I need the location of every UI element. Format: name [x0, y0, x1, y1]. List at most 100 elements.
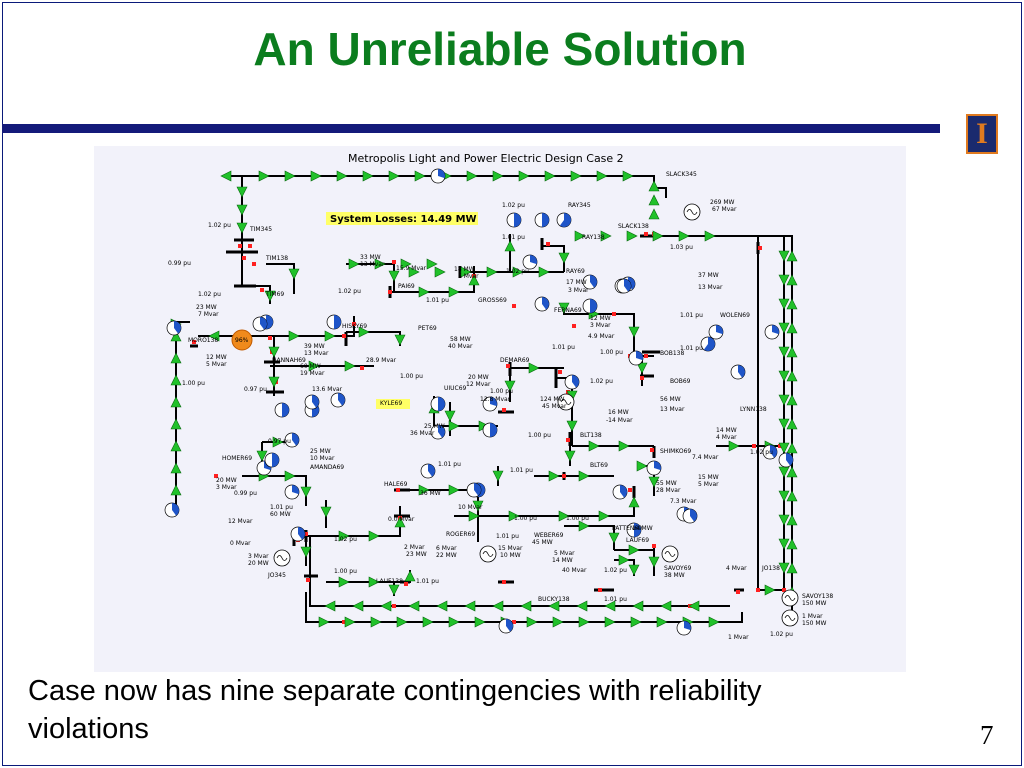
flow-arrow: [558, 302, 570, 314]
bus-label: 1.02 pu: [506, 268, 529, 275]
breaker: [248, 244, 252, 248]
bus-label: WEBER69: [534, 532, 564, 539]
flow-arrow: [448, 286, 460, 298]
flow-arrow: [344, 360, 356, 372]
diagram-subtitle: Metropolis Light and Power Electric Desi…: [348, 152, 624, 165]
bus-label: LAUF138: [376, 578, 403, 585]
bus-label: 1.00 pu: [600, 349, 623, 356]
breaker: [342, 334, 346, 338]
bus-label: 25 MW: [310, 448, 331, 455]
flow-arrow: [628, 496, 640, 508]
flow-arrow: [660, 600, 672, 612]
flow-arrow: [778, 538, 790, 550]
bus-label: 10 MW: [500, 552, 521, 559]
bus-label: MORO138: [188, 337, 218, 344]
flow-arrow: [778, 346, 790, 358]
flow-arrow: [628, 326, 640, 338]
bus-label: HANNAH69: [272, 357, 306, 364]
flow-arrow: [544, 170, 556, 182]
flow-arrow: [448, 616, 460, 628]
flow-arrow: [648, 194, 660, 206]
breaker: [238, 244, 242, 248]
bus-label: 23 MW: [406, 551, 427, 558]
bus-label: 13 Mvar: [360, 261, 385, 268]
flow-arrow: [436, 600, 448, 612]
breaker: [644, 232, 648, 236]
breaker: [502, 580, 506, 584]
bus-label: 3 Mvar: [216, 484, 237, 491]
flow-arrow: [626, 230, 638, 242]
bus-label: 4 Mvar: [726, 565, 747, 572]
bus-label: 1.01 pu: [510, 467, 533, 474]
flow-arrow: [344, 616, 356, 628]
flow-arrow: [170, 330, 182, 342]
flow-arrow: [622, 170, 634, 182]
flow-arrow: [170, 396, 182, 408]
bus-label: 12.8 Mvar: [480, 396, 511, 403]
flow-arrow: [778, 418, 790, 430]
flow-pie-fill: [490, 423, 497, 437]
flow-pie-fill: [282, 403, 289, 417]
breaker: [756, 588, 760, 592]
flow-arrow: [618, 440, 630, 452]
flow-pie-fill: [690, 509, 697, 522]
generator-wave: [784, 595, 796, 601]
flow-pie-fill: [490, 397, 498, 407]
flow-pie-fill: [506, 619, 513, 632]
flow-arrow: [504, 380, 516, 392]
flow-arrow: [564, 450, 576, 462]
flow-pie-fill: [428, 464, 436, 477]
losses-highlight: [326, 212, 478, 225]
breaker: [388, 290, 392, 294]
flow-arrow: [778, 490, 790, 502]
flow-arrow: [468, 510, 480, 522]
flow-arrow: [596, 170, 608, 182]
flow-pie-fill: [772, 325, 779, 335]
bus-label: 1.00 pu: [334, 568, 357, 575]
flow-arrow: [492, 170, 504, 182]
bus-label: UIUC69: [444, 385, 467, 392]
line-flow-pies: [164, 168, 794, 636]
flow-arrow: [604, 600, 616, 612]
flow-pie-fill: [684, 621, 691, 631]
generator-wave: [560, 399, 572, 405]
bus-label: TIM69: [265, 291, 284, 298]
flow-arrow: [728, 440, 740, 452]
bus-label: 1.02 pu: [338, 288, 361, 295]
flow-arrow: [320, 506, 332, 518]
flow-arrow: [578, 616, 590, 628]
flow-arrow: [636, 362, 648, 374]
one-line-svg: Metropolis Light and Power Electric Desi…: [164, 152, 833, 641]
flow-arrow: [778, 274, 790, 286]
bus-label: 28 Mvar: [656, 487, 681, 494]
generator-wave: [686, 209, 698, 215]
flow-arrow: [548, 470, 560, 482]
flow-arrow: [388, 170, 400, 182]
bus-label: BUCKY138: [538, 596, 570, 603]
breaker: [268, 336, 272, 340]
flow-arrow: [448, 420, 460, 432]
flow-arrow: [648, 180, 660, 192]
flow-arrow: [388, 270, 400, 282]
bus-label: BLT69: [590, 462, 608, 469]
flow-arrow: [786, 490, 798, 502]
bus-label: 1 Mvar: [728, 634, 749, 641]
flow-arrow: [518, 170, 530, 182]
bus-label: PET69: [418, 325, 437, 332]
bus-label: 14 MW: [552, 557, 573, 564]
breaker: [546, 242, 550, 246]
breaker: [304, 532, 308, 536]
flow-arrow: [778, 514, 790, 526]
flow-arrow: [460, 266, 472, 278]
bus-label: 12 Mvar: [466, 381, 491, 388]
bus-label: 16 MW: [608, 409, 629, 416]
bus-label: 0.99 pu: [168, 260, 191, 267]
bus-label: BOB138: [660, 350, 684, 357]
bus-label: 40 Mvar: [562, 567, 587, 574]
flow-arrow: [648, 208, 660, 220]
bus-label: -14 Mvar: [606, 417, 633, 424]
flow-pie-fill: [266, 315, 273, 329]
flow-arrow: [394, 516, 406, 528]
flow-arrow: [418, 484, 430, 496]
flow-arrow: [778, 442, 790, 454]
